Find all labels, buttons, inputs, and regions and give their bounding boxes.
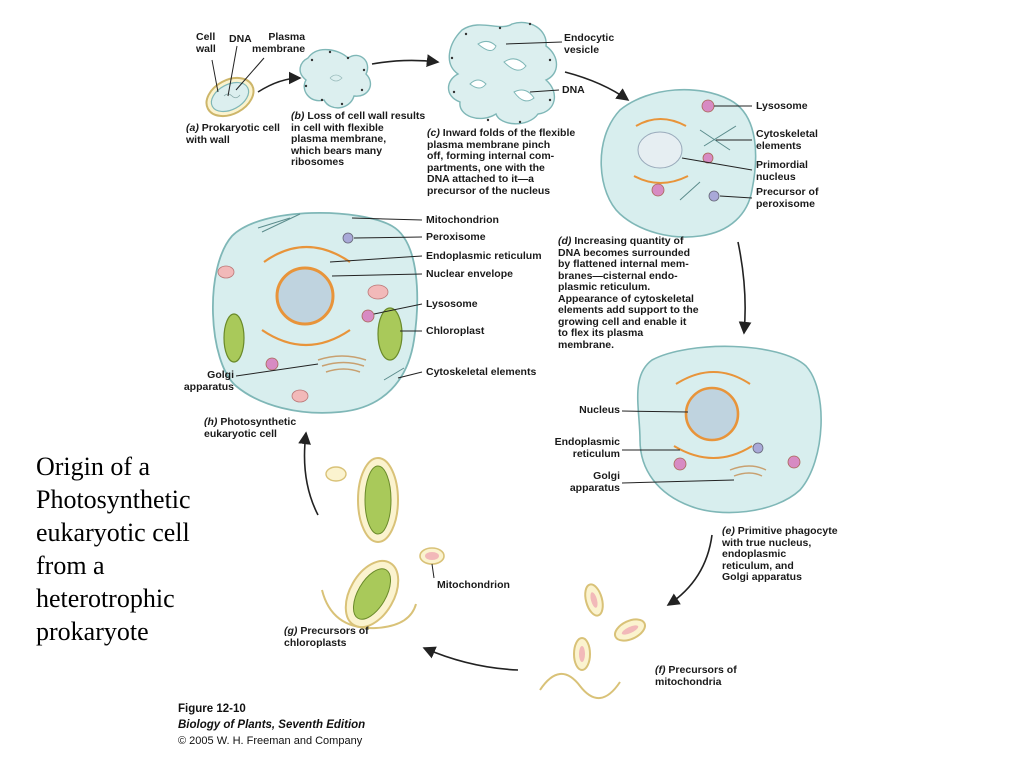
arrow-g-to-h [298,431,319,516]
caption-d-tag: (d) [558,235,572,247]
caption-g: (g) Precursors of chloroplasts [284,625,369,649]
chloroplast-precursors-g [321,457,445,630]
arrow-c-to-d [564,71,630,101]
label-endocytic-vesicle: Endocytic vesicle [564,32,615,56]
label-peroxisome-h: Peroxisome [426,231,486,243]
caption-a-tag: (a) [186,122,199,134]
arrow-e-to-f [666,534,713,606]
caption-f: (f) Precursors of mitochondria [655,664,737,688]
caption-c: (c) Inward folds of the flexible plasma … [427,127,576,197]
slide-title: Origin of a Photosynthetic eukaryotic ce… [36,452,191,646]
label-golgi-e: Golgi apparatus [569,470,620,494]
arrow-b-to-c [371,54,440,68]
cycle-arrows [257,54,752,671]
label-er-h: Endoplasmic reticulum [426,250,542,262]
figure-number: Figure 12-10 [178,703,246,715]
arrow-f-to-g [422,646,519,671]
label-er-e: Endoplasmic reticulum [554,436,620,460]
arrow-d-to-e [737,241,752,335]
caption-h-tag: (h) [204,416,218,428]
label-chloroplast-h: Chloroplast [426,325,485,337]
arrow-a-to-b [257,71,302,93]
label-cytoskeletal-d: Cytoskeletal elements [756,128,818,152]
flexible-cell-b [299,49,372,109]
label-mitochondrion-g: Mitochondrion [437,579,510,591]
caption-c-text: Inward folds of the flexible plasma memb… [427,127,576,197]
caption-d: (d) Increasing quantity of DNA becomes s… [558,235,699,351]
label-cytoskeletal-h: Cytoskeletal elements [426,366,537,378]
caption-b-text: Loss of cell wall results in cell with f… [291,110,426,168]
label-mitochondrion-h: Mitochondrion [426,214,499,226]
figure-book-title: Biology of Plants, Seventh Edition [178,719,366,731]
label-cell-wall: Cell wall [196,31,216,55]
folding-cell-c [447,21,558,125]
caption-c-tag: (c) [427,127,440,139]
caption-a: (a) Prokaryotic cell with wall [186,122,280,146]
caption-e: (e) Primitive phagocyte with true nucleu… [722,525,838,584]
prokaryotic-cell-a [205,76,255,118]
caption-h: (h) Photosynthetic eukaryotic cell [204,416,297,440]
caption-b: (b) Loss of cell wall results in cell wi… [291,110,426,169]
label-lysosome-h: Lysosome [426,298,478,310]
leader-lines [211,41,753,579]
growing-cell-d [600,88,757,238]
label-dna-c: DNA [562,84,585,96]
caption-e-text: Primitive phagocyte with true nucleus, e… [722,525,838,583]
phagocyte-cell-e [636,345,822,514]
label-primordial-nucleus: Primordial nucleus [756,159,808,183]
caption-h-text: Photosynthetic eukaryotic cell [204,416,297,440]
caption-g-text: Precursors of chloroplasts [284,625,369,649]
label-precursor-peroxisome: Precursor of peroxisome [756,186,819,210]
label-nuclear-envelope: Nuclear envelope [426,268,513,280]
caption-f-text: Precursors of mitochondria [655,664,737,688]
label-golgi-h: Golgi apparatus [183,369,234,393]
caption-g-tag: (g) [284,625,298,637]
label-plasma-membrane: Plasma membrane [252,31,306,55]
photosynthetic-cell-h [212,212,419,414]
caption-e-tag: (e) [722,525,735,537]
caption-d-text: Increasing quantity of DNA becomes surro… [558,235,699,351]
figure-copyright: © 2005 W. H. Freeman and Company [178,735,363,747]
mitochondria-precursors-f [539,583,646,699]
label-lysosome-d: Lysosome [756,100,808,112]
caption-a-text: Prokaryotic cell with wall [186,122,280,146]
caption-f-tag: (f) [655,664,666,676]
label-dna-a: DNA [229,33,252,45]
label-nucleus-e: Nucleus [579,404,620,416]
caption-b-tag: (b) [291,110,305,122]
